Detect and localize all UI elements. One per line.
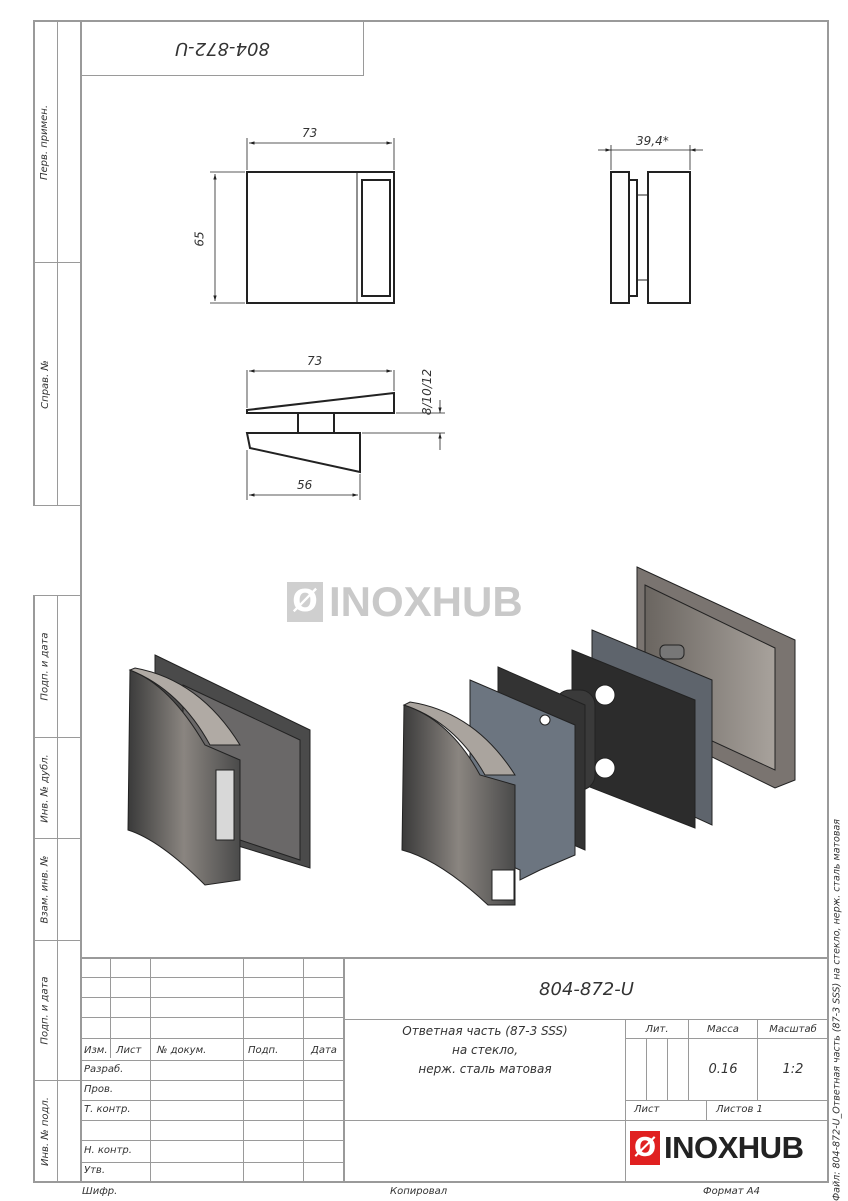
divider [33,838,81,839]
lit-label: Лит. [645,1023,669,1035]
frame-bottom [33,1181,829,1183]
divider [80,1038,344,1039]
frame-left-outer-lower [33,595,35,1183]
side-view [598,145,703,304]
role-label: Пров. [84,1084,114,1095]
divider [80,1120,344,1121]
title-designation: 804-872-U [539,978,634,1000]
divider [80,977,344,978]
watermark-text: INOXHUB [329,578,523,625]
part-name: Ответная часть (87-3 SSS) на стекло, нер… [402,1024,568,1076]
role-label: Н. контр. [84,1145,132,1156]
divider [343,958,345,1182]
divider [363,20,364,76]
divider [80,75,364,76]
logo-icon: Ø [630,1131,660,1165]
divider [667,1038,668,1100]
divider [80,997,344,998]
top-view [245,369,445,500]
assembled-3d-view [127,654,311,886]
divider [688,1019,689,1100]
col-header: Дата [311,1045,337,1056]
divider [80,1017,344,1018]
divider [150,958,151,1182]
title-block-top [80,957,828,959]
divider [33,595,81,596]
dim-bottom-width: 56 [297,478,313,492]
divider [303,958,304,1182]
col-header: Изм. [84,1045,108,1056]
dim-side-width: 39,4* [636,134,669,148]
divider [757,1019,758,1100]
divider [33,505,81,506]
front-view [210,138,395,304]
divider [80,1162,344,1163]
col-header: № докум. [157,1045,207,1056]
logo-text: INOXHUB [664,1130,804,1165]
dim-front-height: 65 [192,231,207,247]
file-label: Файл: 804-872-U_Ответная часть (87-3 SSS… [831,818,843,1201]
divider [33,1080,81,1081]
divider [343,1019,828,1020]
role-label: Разраб. [84,1064,124,1075]
dim-front-width: 73 [302,126,318,140]
format-label: Формат А4 [703,1186,760,1197]
divider [80,1060,344,1061]
divider [625,1100,828,1101]
frame-left [80,20,82,1183]
copied-label: Копировал [390,1186,448,1197]
divider [706,1100,707,1120]
dim-top-width: 73 [307,354,323,368]
cipher-label: Шифр. [82,1186,118,1197]
divider [243,958,244,1182]
frame-right [827,20,829,1183]
divider [80,1100,344,1101]
sheets-label: Листов 1 [716,1104,763,1115]
role-label: Утв. [84,1165,105,1176]
frame-left-mid [57,20,58,506]
mass-label: Масса [707,1023,739,1035]
frame-top [33,20,829,22]
dim-glass-thickness: 8/10/12 [420,368,435,416]
divider [80,1080,344,1081]
mass-value: 0.16 [708,1062,738,1077]
divider [646,1038,647,1100]
role-label: Т. контр. [84,1104,131,1115]
divider [343,1120,828,1121]
frame-left-outer [33,20,35,506]
frame-left-mid-lower [57,595,58,1183]
sheet-label: Лист [634,1104,660,1115]
watermark: Ø INOXHUB [287,578,523,626]
divider [33,262,81,263]
col-header: Лист [116,1045,142,1056]
divider [625,1038,828,1039]
divider [80,1140,344,1141]
company-logo: Ø INOXHUB [630,1130,804,1166]
col-header: Подп. [248,1045,279,1056]
exploded-3d-view [401,566,796,906]
divider [33,940,81,941]
logo-icon: Ø [287,582,323,622]
scale-value: 1:2 [782,1062,804,1077]
divider [33,737,81,738]
divider [110,958,111,1058]
scale-label: Масштаб [769,1023,817,1035]
